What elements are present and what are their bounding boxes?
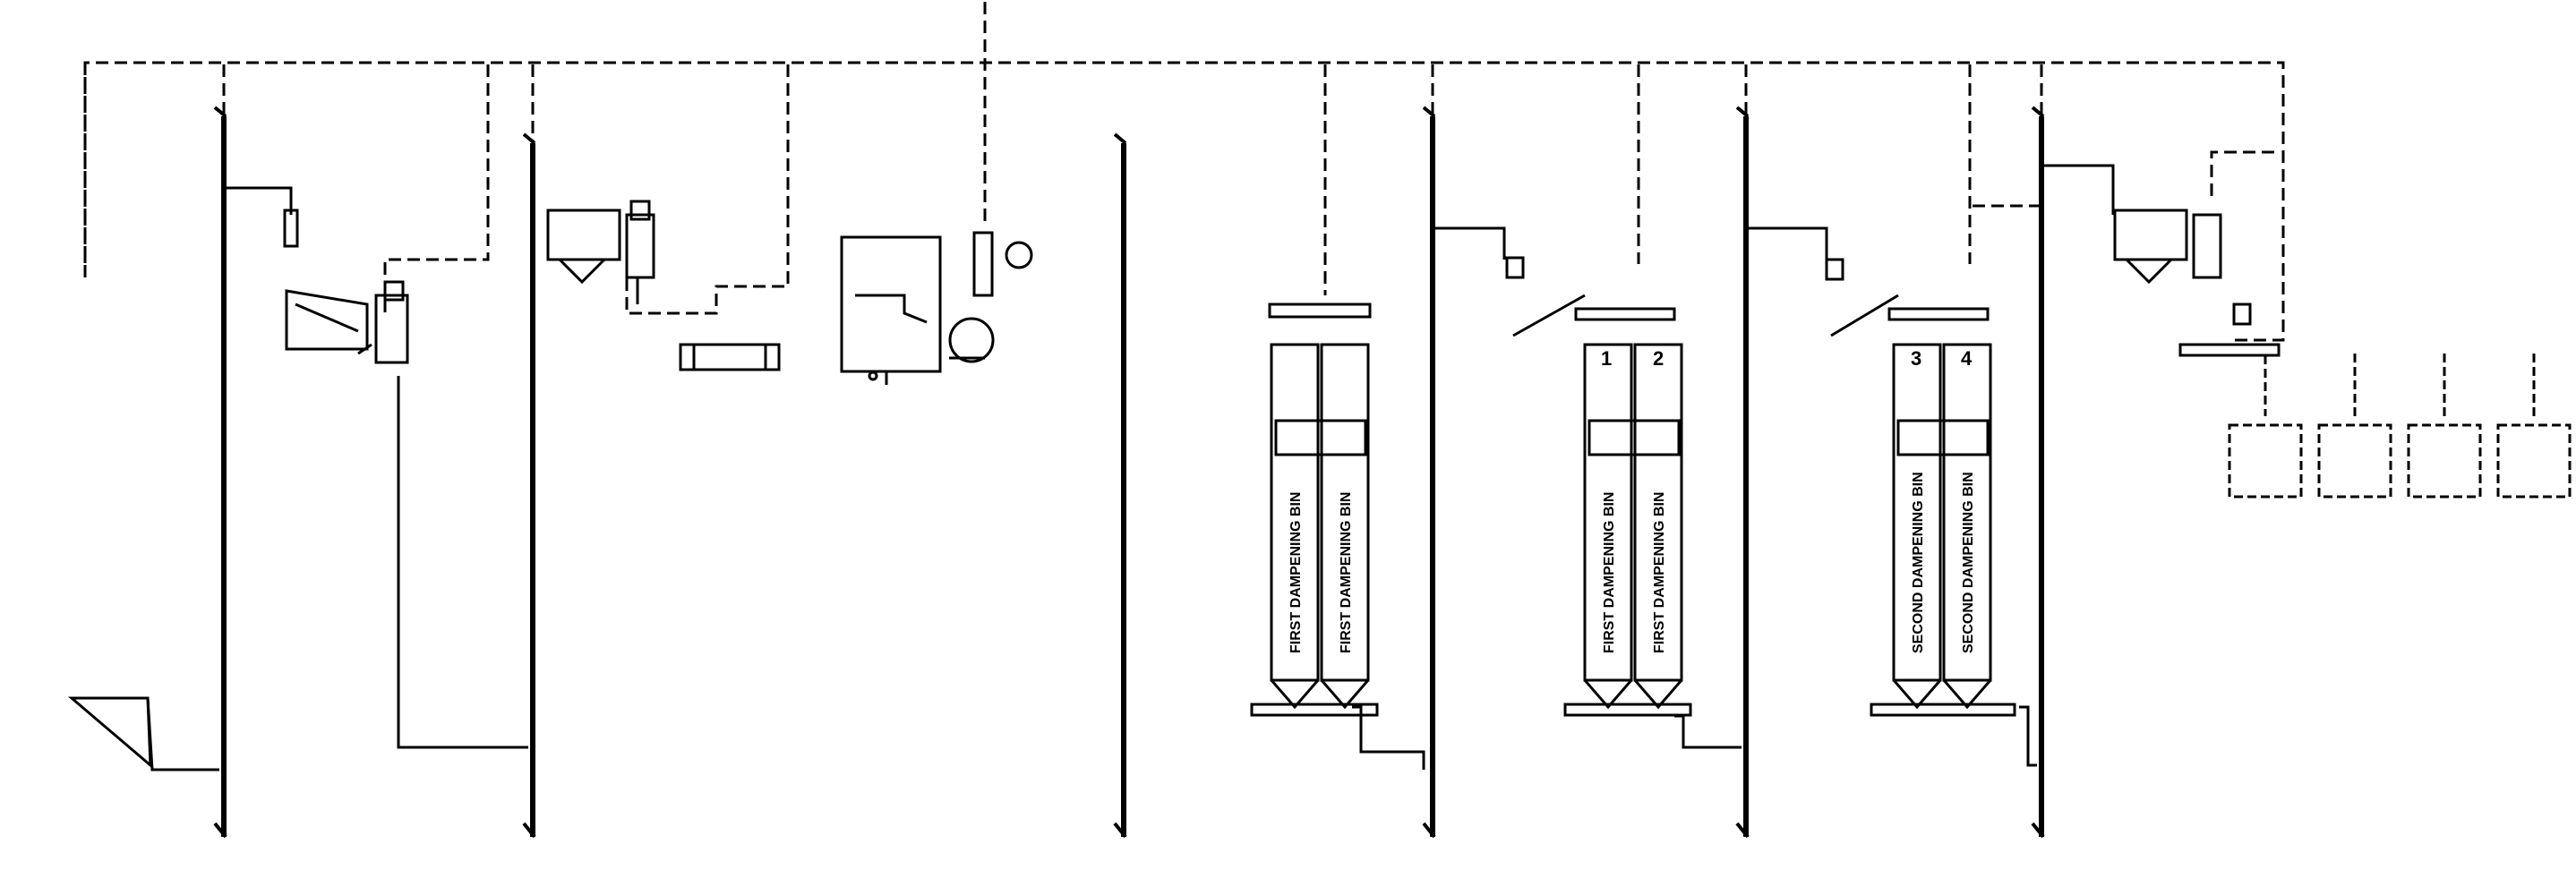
top-dashed-duct: [83, 2, 2285, 342]
bin-number-1: 1: [1601, 347, 1612, 370]
fan-unit: [948, 231, 1033, 363]
bin-number-2: 2: [1653, 347, 1664, 370]
bin-number-3: 3: [1911, 347, 1921, 370]
bin-label-c1: SECOND DAMPENING BIN: [1911, 472, 1926, 653]
final-cleaner: [2113, 209, 2281, 357]
bin-numbers: 1 2 3 4: [1601, 347, 1973, 370]
screw-conveyor-1: [679, 343, 781, 371]
bin-pair-a: [1250, 303, 1379, 717]
separator-unit-2: [546, 200, 655, 304]
bin-label-b1: FIRST DAMPENING BIN: [1602, 492, 1617, 653]
bin-pair-b: [1505, 256, 1692, 717]
bin-labels: FIRST DAMPENING BIN FIRST DAMPENING BIN …: [1288, 472, 1976, 653]
elevator-boots: [213, 106, 2045, 839]
bin-label-b2: FIRST DAMPENING BIN: [1652, 492, 1667, 653]
separator-unit-1: [283, 209, 409, 364]
intake-pit: [67, 696, 152, 769]
solid-flow-lines: [72, 164, 2115, 771]
bin-label-c2: SECOND DAMPENING BIN: [1961, 472, 1976, 653]
packing-stations: [2228, 354, 2572, 499]
bin-label-a1: FIRST DAMPENING BIN: [1288, 492, 1304, 653]
elevator-legs: [221, 116, 2044, 837]
bin-pair-c: [1825, 258, 2016, 717]
bin-number-4: 4: [1961, 347, 1973, 370]
bin-label-a2: FIRST DAMPENING BIN: [1339, 492, 1354, 653]
cleaning-machine: [840, 235, 942, 385]
